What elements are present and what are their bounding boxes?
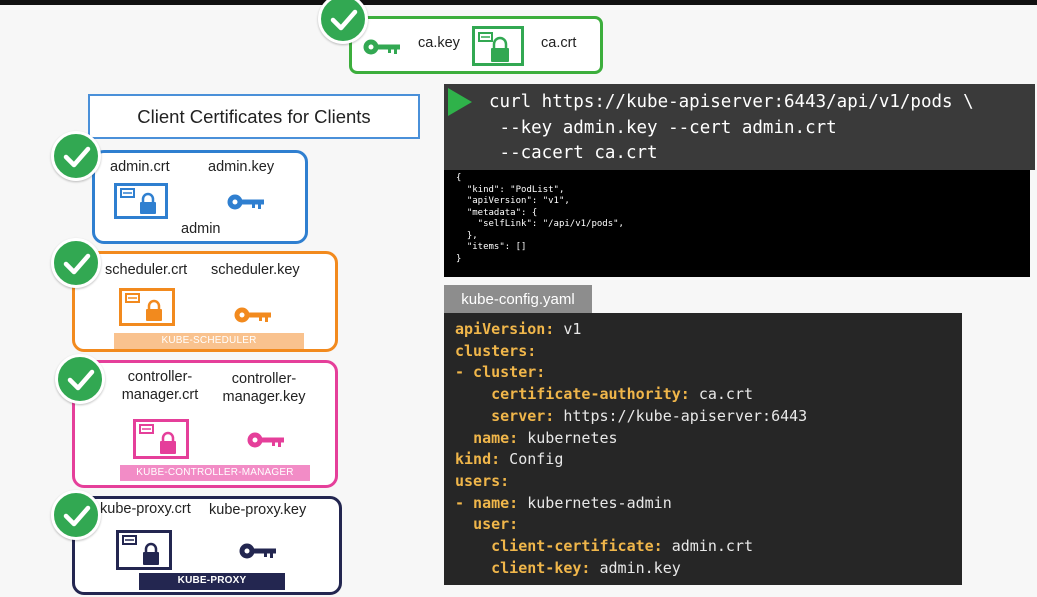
yaml-value: https://kube-apiserver:6443 — [554, 406, 808, 425]
curl-command-panel: curl https://kube-apiserver:6443/api/v1/… — [444, 84, 1035, 170]
top-bar — [0, 0, 1037, 5]
yaml-key: kind: — [455, 450, 501, 469]
proxy-crt-label: kube-proxy.crt — [100, 501, 191, 517]
yaml-line: kind: Config — [455, 450, 563, 468]
yaml-value: admin.key — [590, 558, 681, 577]
ca-key-label: ca.key — [418, 35, 460, 51]
controller-strip: KUBE-CONTROLLER-MANAGER — [120, 465, 310, 481]
yaml-line: - name: kubernetes-admin — [455, 494, 672, 512]
section-title: Client Certificates for Clients — [88, 94, 420, 139]
proxy-check-icon — [51, 490, 101, 540]
scheduler-crt-label: scheduler.crt — [105, 262, 188, 278]
api-response-panel: { "kind": "PodList", "apiVersion": "v1",… — [444, 170, 1030, 277]
yaml-line: client-key: admin.key — [455, 559, 681, 577]
kubeconfig-panel: apiVersion: v1 clusters: - cluster: cert… — [444, 313, 962, 585]
yaml-key: client-certificate: — [491, 537, 663, 556]
yaml-value: v1 — [554, 320, 582, 338]
admin-key-label: admin.key — [208, 159, 275, 175]
yaml-value: kubernetes-admin — [518, 493, 672, 512]
controller-key-label: controller-manager.key — [222, 371, 306, 405]
yaml-key: server: — [491, 406, 555, 425]
yaml-line: client-certificate: admin.crt — [455, 537, 753, 555]
admin-key-icon — [227, 194, 264, 210]
admin-crt-label: admin.crt — [110, 159, 170, 175]
yaml-key: user: — [473, 515, 519, 534]
scheduler-strip: KUBE-SCHEDULER — [114, 333, 304, 349]
yaml-line: certificate-authority: ca.crt — [455, 385, 753, 403]
scheduler-key-icon — [234, 307, 271, 323]
proxy-key-icon — [239, 543, 276, 559]
scheduler-check-icon — [51, 238, 101, 288]
admin-cert-icon — [114, 183, 168, 219]
ca-check-icon — [318, 0, 368, 44]
yaml-line: apiVersion: v1 — [455, 320, 581, 338]
yaml-line: - cluster: — [455, 363, 545, 381]
admin-user-label: admin — [181, 221, 221, 237]
yaml-line: users: — [455, 472, 509, 490]
ca-crt-label: ca.crt — [541, 35, 577, 51]
yaml-line: clusters: — [455, 342, 536, 360]
controller-check-icon — [55, 354, 105, 404]
yaml-line: server: https://kube-apiserver:6443 — [455, 407, 807, 425]
yaml-value: kubernetes — [518, 428, 618, 447]
yaml-key: name: — [473, 428, 519, 447]
kubeconfig-tab[interactable]: kube-config.yaml — [444, 285, 592, 313]
yaml-value: ca.crt — [689, 385, 754, 404]
admin-check-icon — [51, 131, 101, 181]
controller-key-icon — [247, 432, 284, 448]
api-response: { "kind": "PodList", "apiVersion": "v1",… — [456, 173, 624, 264]
yaml-line: name: kubernetes — [455, 429, 618, 447]
yaml-key: - name: — [455, 493, 519, 512]
scheduler-cert-icon — [119, 288, 175, 326]
yaml-value: admin.crt — [662, 537, 754, 556]
yaml-key: client-key: — [491, 558, 591, 577]
yaml-value: Config — [500, 450, 564, 469]
play-icon — [448, 88, 472, 116]
yaml-key: users: — [455, 471, 510, 490]
ca-key-icon — [363, 39, 400, 55]
yaml-key: apiVersion: — [455, 320, 555, 338]
proxy-strip: KUBE-PROXY — [139, 573, 285, 590]
ca-cert-icon — [472, 26, 524, 66]
controller-cert-icon — [133, 419, 189, 459]
proxy-cert-icon — [116, 530, 172, 570]
curl-command: curl https://kube-apiserver:6443/api/v1/… — [489, 92, 974, 163]
yaml-key: - cluster: — [455, 363, 546, 382]
yaml-key: certificate-authority: — [491, 385, 690, 404]
proxy-key-label: kube-proxy.key — [209, 502, 307, 518]
yaml-line: user: — [455, 515, 518, 533]
kubeconfig-content: apiVersion: v1 clusters: - cluster: cert… — [455, 319, 807, 579]
controller-crt-label: controller-manager.crt — [121, 369, 199, 403]
yaml-key: clusters: — [455, 341, 537, 360]
scheduler-key-label: scheduler.key — [211, 262, 300, 278]
